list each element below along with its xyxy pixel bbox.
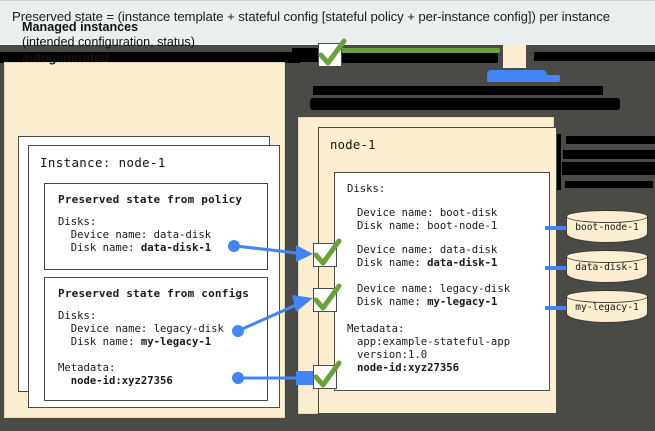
header-title: Preserved state = (instance template + s… [12,9,610,24]
redaction-bar-side-4 [565,181,653,188]
disk-top [566,290,648,303]
data-disk-device-name: Device name: data-disk [357,244,498,256]
redaction-bar-row-2 [313,86,603,95]
disk-my-legacy-1: my-legacy-1 [566,290,648,326]
policy-line-disks: Disks: [58,216,97,228]
node-metadata-heading: Metadata: [347,323,405,335]
disk-top [566,210,648,223]
header-banner: Preserved state = (instance template + s… [0,0,655,45]
redaction-bar-top-right-a [330,53,498,63]
blue-redaction-blob-2 [487,75,560,82]
metadata-app: app:example-stateful-app [357,336,511,348]
legacy-disk-device-name: Device name: legacy-disk [357,283,511,295]
check-icon-data-disk [313,238,342,267]
boot-disk-disk-name: Disk name: boot-node-1 [357,220,498,232]
data-disk-disk-name-value: data-disk-1 [427,257,498,269]
redaction-bar-row-3 [310,98,620,110]
disk-link-legacy [545,306,567,310]
policy-line-device-name: Device name: data-disk [58,229,212,241]
node-disks-heading: Disks: [347,183,386,195]
redaction-bar-top-right-b [534,52,655,61]
policy-box-title: Preserved state from policy [58,193,243,206]
disk-link-boot [545,226,567,230]
instance-label: Instance: node-1 [40,155,166,170]
redaction-bar-top-left [0,52,300,63]
redaction-bar-side-3 [562,162,655,175]
configs-disk-name-value: my-legacy-1 [140,336,212,348]
blue-redaction-blob [487,70,547,79]
managed-instances-subtitle: (intended configuration, status) [22,35,195,49]
legacy-disk-disk-name: Disk name: my-legacy-1 [357,296,498,308]
configs-node-id-value: node-id:xyz27356 [70,375,173,387]
disk-label: my-legacy-1 [575,302,639,313]
redaction-bar-side-2 [563,150,655,159]
managed-instances-title: Managed instances [22,20,139,34]
redaction-bar-top-mid [292,48,322,62]
configs-box-title: Preserved state from configs [58,287,250,300]
node-1-details-box: Disks: Device name: boot-disk Disk name:… [334,172,550,391]
check-icon-top [318,38,347,67]
node-1-label: node-1 [330,138,376,152]
redaction-bar-side-1 [566,136,655,144]
metadata-node-id: node-id:xyz27356 [357,362,460,374]
redaction-bar-side-edge [555,134,561,190]
configs-line-metadata: Metadata: [58,362,116,374]
policy-line-disk-name: Disk name: data-disk-1 [58,242,212,254]
cream-chip-top [503,45,526,68]
configs-line-device-name: Device name: legacy-disk [58,323,224,335]
preserved-state-configs-box: Preserved state from configs Disks: Devi… [44,277,268,401]
managed-instances-autogenerated: autogenerated [22,51,109,65]
legacy-disk-disk-name-value: my-legacy-1 [427,296,498,308]
green-underline-top [330,48,500,53]
disk-link-data [545,266,567,270]
configs-line-disks: Disks: [58,310,97,322]
check-icon-legacy-disk [313,283,342,312]
disk-label: data-disk-1 [575,262,639,273]
configs-line-node-id: node-id:xyz27356 [58,375,173,388]
configs-line-disk-name: Disk name: my-legacy-1 [58,336,212,348]
data-disk-disk-name: Disk name: data-disk-1 [357,257,498,269]
disk-top [566,250,648,263]
disk-data-disk-1: data-disk-1 [566,250,648,286]
disk-boot-node-1: boot-node-1 [566,210,648,246]
boot-disk-device-name: Device name: boot-disk [357,207,498,219]
preserved-state-policy-box: Preserved state from policy Disks: Devic… [44,183,268,270]
policy-disk-name-value: data-disk-1 [140,242,212,254]
check-icon-metadata [313,360,342,389]
metadata-version: version:1.0 [357,349,428,361]
disk-label: boot-node-1 [575,222,639,233]
